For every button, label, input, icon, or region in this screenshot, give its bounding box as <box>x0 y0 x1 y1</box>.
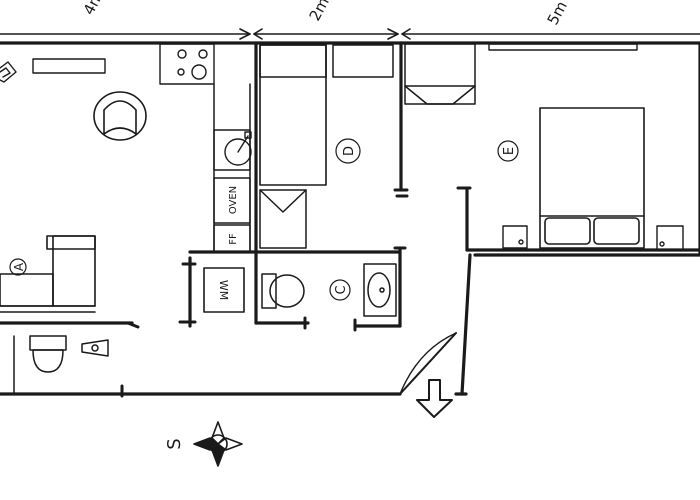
room-c-marker <box>329 279 351 301</box>
bath-sink-icon <box>363 263 397 317</box>
room-label-c: C <box>334 285 349 294</box>
dimension-label-right: 5m <box>544 0 571 28</box>
compass-icon <box>193 421 243 467</box>
wall-ends <box>120 186 472 398</box>
armchair-icon <box>93 91 147 141</box>
window-right <box>488 43 638 51</box>
wardrobe-e <box>404 43 476 105</box>
room-a-marker <box>9 258 27 276</box>
corner-table <box>0 61 17 83</box>
window-left <box>32 58 106 74</box>
stove-icon <box>159 43 215 85</box>
room-e-marker <box>497 140 519 162</box>
room-label-a: A <box>12 262 26 271</box>
sink-icon <box>213 129 252 171</box>
sofa-icon <box>0 235 96 313</box>
kitchen-counter <box>213 83 251 253</box>
room-label-e: E <box>502 147 517 155</box>
fridge <box>213 224 251 253</box>
nightstand-left <box>502 225 528 249</box>
wc-small <box>13 335 109 395</box>
nightstand-right <box>656 225 684 251</box>
dimension-line <box>0 28 700 40</box>
bed-d <box>259 44 327 186</box>
dimension-label-left: 4m <box>80 0 107 18</box>
oven-label: OVEN <box>228 186 239 214</box>
walls <box>0 41 700 396</box>
oven <box>213 177 251 224</box>
desk-d <box>259 189 307 249</box>
dimension-label-middle: 2m <box>306 0 333 24</box>
fridge-label: FF <box>228 233 239 245</box>
washing-machine-label: WM <box>217 280 230 300</box>
room-label-d: D <box>342 146 357 156</box>
toilet-icon <box>261 273 305 309</box>
double-bed <box>539 107 645 249</box>
room-d-marker <box>335 138 361 164</box>
compass-label: S <box>164 438 185 449</box>
entrance-door <box>399 332 457 395</box>
entrance-arrow-icon <box>416 379 453 418</box>
shelf-d <box>332 44 394 78</box>
washing-machine <box>203 267 245 313</box>
